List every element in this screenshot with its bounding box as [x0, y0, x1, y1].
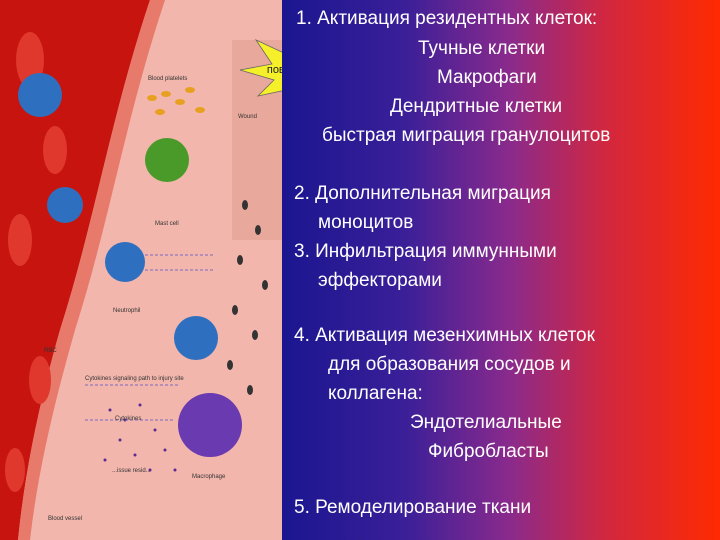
- label-blood-vessel: Blood vessel: [48, 516, 82, 522]
- step-2-line-1: 2. Дополнительная миграция: [294, 183, 551, 204]
- label-macrophage: Macrophage: [192, 474, 226, 480]
- mast-cell: [145, 138, 189, 182]
- red-blood-cell: [5, 448, 25, 492]
- step-1-granulocyte-migration: быстрая миграция гранулоцитов: [322, 125, 611, 146]
- neutrophil-cell: [174, 316, 218, 360]
- step-4-line-2: для образования сосудов и: [328, 354, 571, 375]
- neutrophil-cell: [105, 242, 145, 282]
- steps-panel: 1. Активация резидентных клеток: Тучные …: [282, 0, 720, 540]
- label-tissue: ...issue resid...: [112, 468, 151, 474]
- step-4-line-3: коллагена:: [328, 383, 423, 404]
- red-blood-cell: [29, 356, 51, 404]
- red-blood-cell: [8, 214, 32, 266]
- label-rbc: RBC: [44, 348, 57, 354]
- neutrophil-cell: [47, 187, 83, 223]
- injury-burst: [239, 39, 290, 113]
- cytokine-dots: [103, 403, 177, 472]
- blood-platelets: [147, 87, 205, 115]
- label-blood-platelets: Blood platelets: [148, 76, 187, 82]
- step-5-remodeling: 5. Ремоделирование ткани: [294, 497, 532, 518]
- step-3-line-2: эффекторами: [318, 270, 442, 291]
- label-mast-cell: Mast cell: [155, 221, 179, 227]
- step-1-dendritic-cells: Дендритные клетки: [390, 96, 563, 117]
- cell-debris: [227, 200, 268, 395]
- blood-vessel: [0, 0, 150, 540]
- vessel-wall: [18, 0, 165, 540]
- label-wound: Wound: [238, 114, 257, 120]
- label-cytokines-path: Cytokines signaling path to injury site: [85, 376, 184, 382]
- step-4-fibroblasts: Фибробласты: [428, 441, 549, 462]
- step-1-title: 1. Активация резидентных клеток:: [296, 8, 598, 29]
- step-4-endothelial: Эндотелиальные: [410, 412, 562, 433]
- migration-arrows: [85, 254, 215, 421]
- neutrophil-cell: [18, 73, 62, 117]
- label-neutrophil: Neutrophil: [113, 308, 140, 314]
- red-blood-cell: [43, 126, 67, 174]
- step-1-macrophages: Макрофаги: [437, 67, 537, 88]
- inflammation-illustration: Blood platelets Mast cell Neutrophil RBC…: [0, 0, 290, 540]
- step-3-line-1: 3. Инфильтрация иммунными: [294, 241, 557, 262]
- step-2-line-2: моноцитов: [318, 212, 414, 233]
- macrophage-cell: [178, 393, 242, 457]
- step-4-line-1: 4. Активация мезенхимных клеток: [294, 325, 595, 346]
- step-1-mast-cells: Тучные клетки: [418, 38, 546, 59]
- label-cytokines: Cytokines: [115, 416, 141, 422]
